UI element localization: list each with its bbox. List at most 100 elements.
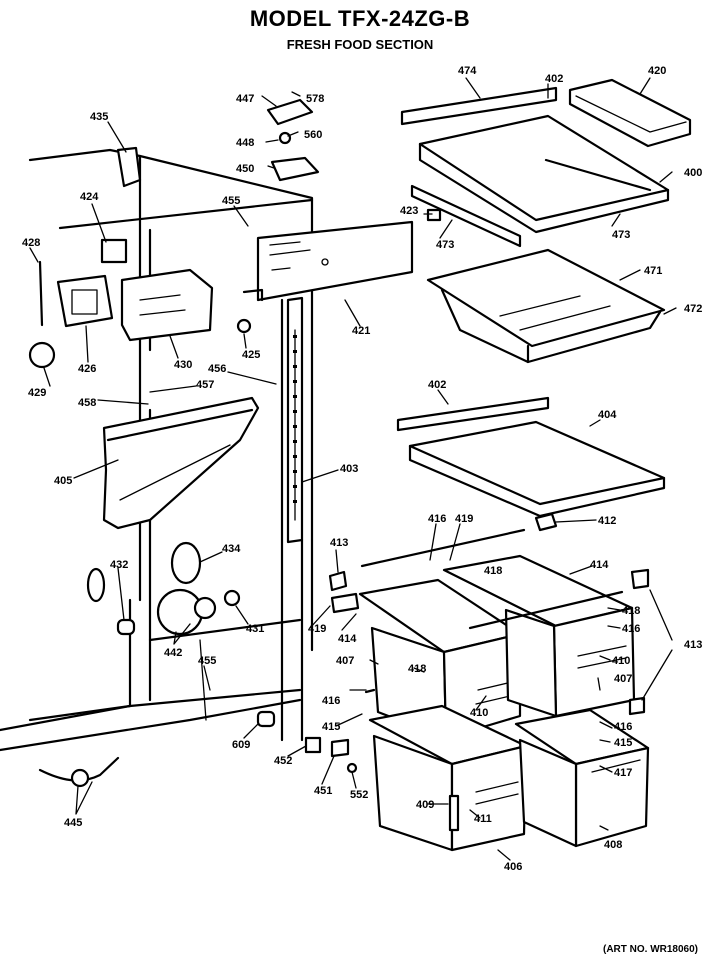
part-425 — [236, 318, 252, 334]
part-label: 413 — [684, 639, 702, 651]
part-label: 418 — [622, 605, 640, 617]
part-label: 418 — [408, 663, 426, 675]
part-label: 402 — [428, 379, 446, 391]
clip-413-right — [630, 568, 650, 590]
connector-445 — [70, 768, 90, 788]
part-label: 419 — [455, 513, 473, 525]
part-label: 403 — [340, 463, 358, 475]
part-label: 426 — [78, 363, 96, 375]
part-label: 400 — [684, 167, 702, 179]
part-label: 457 — [196, 379, 214, 391]
part-label: 415 — [322, 721, 340, 733]
part-label: 414 — [338, 633, 357, 645]
upper-shelf-400 — [400, 86, 670, 234]
rod-416 — [360, 528, 526, 568]
part-431 — [223, 589, 241, 607]
part-label: 578 — [306, 93, 324, 105]
part-label: 424 — [80, 191, 99, 203]
part-452 — [304, 736, 322, 754]
part-label: 609 — [232, 739, 250, 751]
vertical-rail-403 — [286, 296, 304, 544]
part-409 — [448, 794, 460, 832]
housing-430 — [120, 268, 214, 342]
part-label: 450 — [236, 163, 254, 175]
part-label: 405 — [54, 475, 72, 487]
bracket-450 — [270, 156, 320, 182]
part-label: 448 — [236, 137, 254, 149]
fan-motor-442 — [193, 596, 217, 620]
crisper-drawer-406 — [368, 704, 528, 852]
switch-424 — [100, 238, 128, 264]
duct-405 — [102, 396, 260, 530]
part-label: 415 — [614, 737, 632, 749]
part-label: 452 — [274, 755, 292, 767]
part-label: 416 — [322, 695, 340, 707]
part-label: 455 — [222, 195, 240, 207]
part-label: 416 — [428, 513, 446, 525]
rod-416-end — [364, 688, 376, 694]
rail-473 — [410, 184, 522, 248]
part-label: 417 — [614, 767, 632, 779]
part-label: 420 — [648, 65, 666, 77]
part-labels: 474 402 420 400 423 473 473 471 472 402 … — [22, 65, 702, 873]
part-label: 473 — [436, 239, 454, 251]
lamp-socket-435 — [116, 146, 142, 188]
part-label: 408 — [604, 839, 622, 851]
part-label: 451 — [314, 785, 332, 797]
part-label: 407 — [336, 655, 354, 667]
knob-429 — [28, 341, 56, 369]
part-label: 428 — [22, 237, 40, 249]
clip-412 — [534, 512, 558, 532]
middle-shelf-404 — [396, 396, 666, 518]
part-label: 410 — [470, 707, 488, 719]
part-label: 411 — [474, 813, 492, 825]
part-label: 472 — [684, 303, 702, 315]
wire-428 — [38, 260, 44, 327]
control-panel-421 — [242, 220, 414, 302]
part-label: 423 — [400, 205, 418, 217]
part-label: 418 — [484, 565, 502, 577]
part-label: 413 — [330, 537, 348, 549]
part-label: 429 — [28, 387, 46, 399]
bracket-419 — [330, 592, 360, 614]
leader-lines — [29, 77, 677, 861]
bracket-447 — [266, 98, 314, 126]
oval-grille-434 — [170, 541, 202, 585]
part-label: 432 — [110, 559, 128, 571]
part-label: 416 — [622, 623, 640, 635]
part-label: 416 — [614, 721, 632, 733]
part-label: 473 — [612, 229, 630, 241]
thermostat-426 — [56, 274, 114, 328]
part-label: 406 — [504, 861, 522, 873]
part-label: 458 — [78, 397, 96, 409]
screw-448 — [278, 131, 292, 145]
part-451 — [330, 738, 350, 758]
part-label: 404 — [598, 409, 617, 421]
part-label: 560 — [304, 129, 322, 141]
oval-432 — [86, 567, 106, 603]
part-label: 474 — [458, 65, 477, 77]
part-label: 456 — [208, 363, 226, 375]
art-number: (ART NO. WR18060) — [602, 944, 698, 955]
part-label: 442 — [164, 647, 182, 659]
part-423 — [426, 208, 442, 222]
drawer-471 — [426, 248, 666, 364]
clip-413-left — [328, 570, 348, 592]
part-609 — [256, 710, 276, 728]
part-label: 412 — [598, 515, 616, 527]
part-label: 445 — [64, 817, 82, 829]
part-label: 471 — [644, 265, 662, 277]
part-label: 402 — [545, 73, 563, 85]
part-label: 421 — [352, 325, 370, 337]
page-title: MODEL TFX-24ZG-B — [249, 6, 471, 31]
part-label: 414 — [590, 559, 609, 571]
basket-420 — [568, 78, 692, 148]
part-label: 431 — [246, 623, 264, 635]
part-label: 425 — [242, 349, 260, 361]
part-label: 410 — [612, 655, 630, 667]
part-label: 447 — [236, 93, 254, 105]
part-label: 409 — [416, 799, 434, 811]
part-label: 455 — [198, 655, 216, 667]
